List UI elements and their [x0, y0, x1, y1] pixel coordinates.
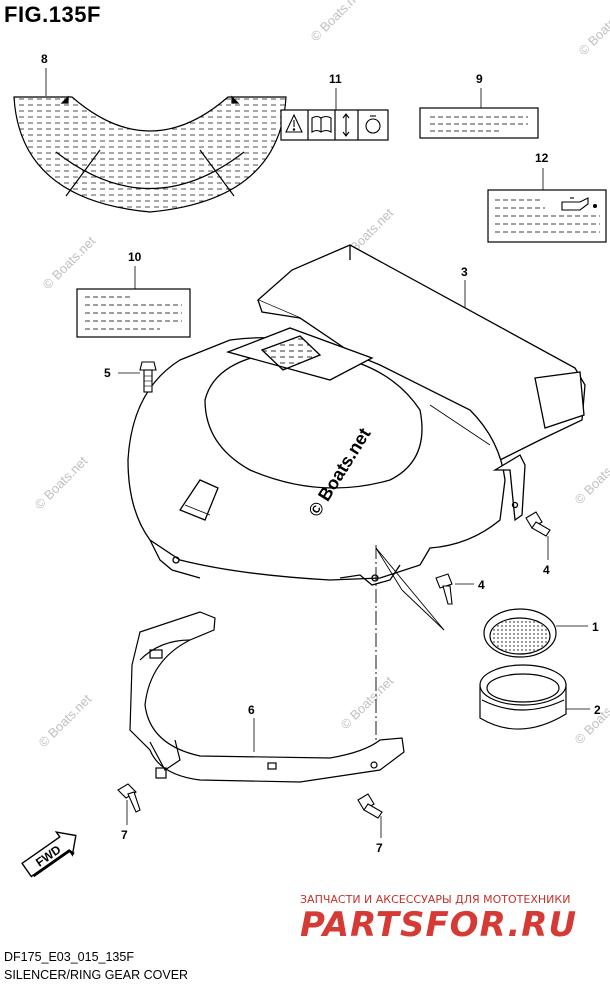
- callout-9: 9: [476, 72, 483, 86]
- watermark-text: © Boats.net: [572, 688, 610, 747]
- callout-4b: 4: [478, 578, 485, 592]
- part-12-oil-label: [487, 168, 607, 243]
- manual-book-icon: [311, 115, 332, 133]
- shop-tagline: ЗАПЧАСТИ И АКСЕССУАРЫ ДЛЯ МОТОТЕХНИКИ: [300, 893, 571, 906]
- callout-7a: 7: [121, 828, 128, 842]
- watermark-text: © Boats.net: [576, 0, 610, 58]
- callout-6: 6: [248, 703, 255, 717]
- part-4-bolt-right: [525, 511, 551, 560]
- rotation-circle-icon: [365, 115, 381, 134]
- diagram-caption: SILENCER/RING GEAR COVER: [4, 968, 189, 982]
- watermark-text: © Boats.net: [572, 448, 610, 507]
- watermark-text: © Boats.net: [32, 453, 91, 512]
- figure-title: FIG.135F: [4, 2, 101, 27]
- callout-4a: 4: [543, 563, 550, 577]
- part-3-silencer-cover: [127, 244, 586, 586]
- exploded-view-guides: [375, 545, 445, 770]
- part-7-bolt-right: [357, 793, 383, 838]
- part-1-silencer-cap: [483, 608, 588, 658]
- part-4-bolt-middle: [435, 573, 474, 605]
- callout-10: 10: [128, 250, 142, 264]
- callout-7b: 7: [376, 841, 383, 855]
- shop-logo: PARTSFOR.RU: [300, 905, 578, 945]
- part-9-label: [419, 88, 539, 139]
- part-7-bolt-left: [117, 783, 141, 825]
- callout-12: 12: [535, 151, 549, 165]
- vertical-arrows-icon: [342, 113, 350, 137]
- callout-1: 1: [592, 620, 599, 634]
- model-code: DF175_E03_015_135F: [4, 950, 134, 964]
- oil-can-icon: [561, 197, 598, 211]
- watermark-text: © Boats.net: [338, 673, 397, 732]
- watermark-text: © Boats.net: [36, 691, 95, 750]
- callout-2: 2: [594, 703, 601, 717]
- fwd-arrow-icon: FWD: [21, 831, 77, 878]
- watermark-text: © Boats.net: [40, 233, 99, 292]
- part-5-bolt: [118, 361, 157, 393]
- callout-11: 11: [329, 72, 342, 86]
- part-8-curved-label: [13, 68, 287, 213]
- part-2-ring: [479, 664, 590, 730]
- part-10-label: [76, 266, 191, 338]
- part-6-ring-gear-cover: [129, 611, 405, 783]
- callout-8: 8: [41, 52, 48, 66]
- callout-5: 5: [104, 366, 111, 380]
- watermark-text: © Boats.net: [308, 0, 367, 44]
- warning-triangle-icon: [285, 113, 303, 133]
- callout-3: 3: [461, 265, 468, 279]
